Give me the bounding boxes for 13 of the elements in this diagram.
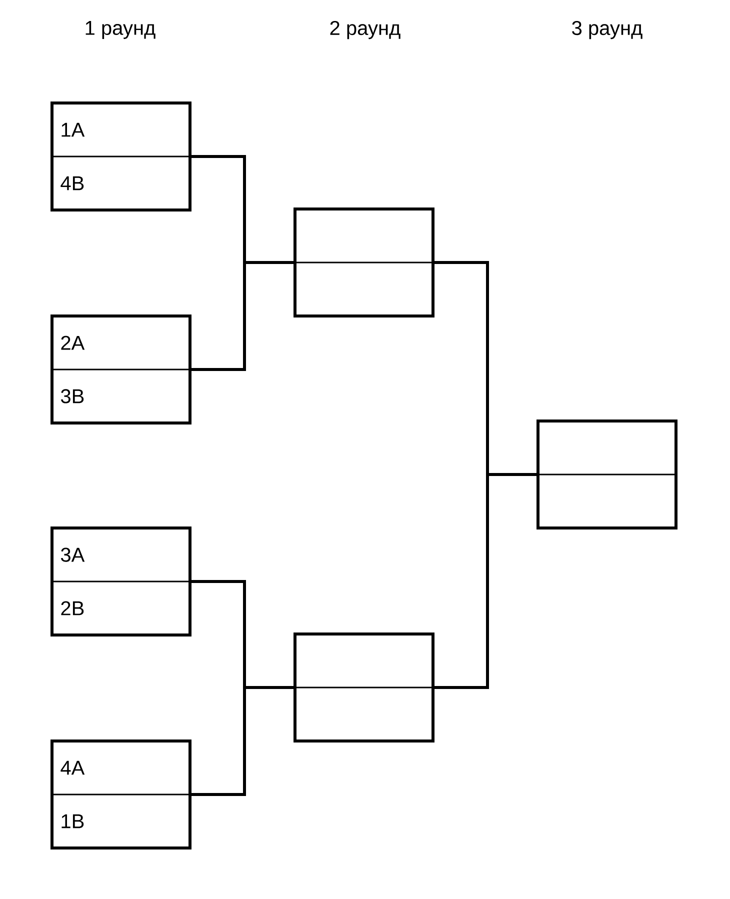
empty-match-box [294,208,434,318]
round-heading: 3 раунд [572,20,642,40]
bracket-line [192,261,294,371]
match-box: 2A 3B [50,314,192,424]
match-box: 1A 4B [50,102,192,212]
empty-match-box [536,420,678,530]
empty-match-box [294,632,434,742]
match-box: 3A 2B [50,526,192,636]
round-heading: 2 раунд [330,20,400,40]
match-box: 4A 1B [50,740,192,850]
bracket-line [434,473,536,689]
round-heading: 1 раунд [86,21,156,39]
bracket-line [192,686,294,796]
